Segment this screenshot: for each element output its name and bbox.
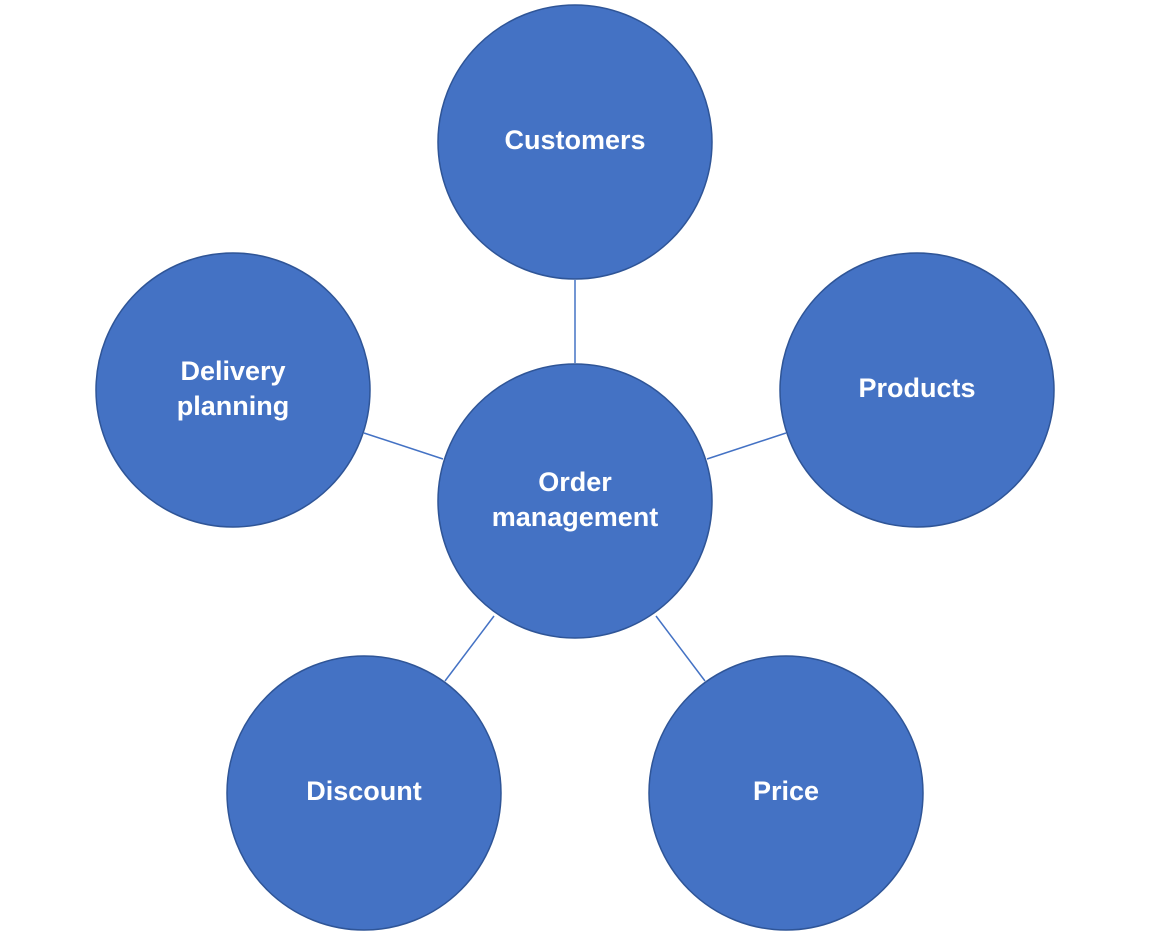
node-products-label: Products bbox=[858, 373, 975, 403]
node-products: Products bbox=[779, 252, 1055, 528]
node-delivery-planning-label-line1: Delivery bbox=[180, 356, 285, 386]
node-price: Price bbox=[648, 655, 924, 931]
node-price-circle bbox=[648, 655, 924, 931]
node-customers-label: Customers bbox=[504, 125, 645, 155]
node-order-management-circle bbox=[437, 363, 713, 639]
connector-center-products bbox=[706, 432, 787, 460]
node-customers: Customers bbox=[437, 4, 713, 280]
node-order-management-label-line1: Order bbox=[538, 467, 612, 497]
node-discount-circle bbox=[226, 655, 502, 931]
node-delivery-planning-circle bbox=[95, 252, 371, 528]
node-customers-circle bbox=[437, 4, 713, 280]
node-price-label: Price bbox=[753, 776, 819, 806]
connector-center-delivery bbox=[363, 432, 444, 460]
node-delivery-planning-label-line2: planning bbox=[177, 391, 289, 421]
node-discount-label: Discount bbox=[306, 776, 422, 806]
node-delivery-planning: Delivery planning bbox=[95, 252, 371, 528]
node-discount: Discount bbox=[226, 655, 502, 931]
node-order-management: Order management bbox=[437, 363, 713, 639]
connector-center-price bbox=[655, 615, 706, 682]
node-products-circle bbox=[779, 252, 1055, 528]
connector-center-discount bbox=[444, 615, 495, 682]
node-order-management-label-line2: management bbox=[492, 502, 659, 532]
